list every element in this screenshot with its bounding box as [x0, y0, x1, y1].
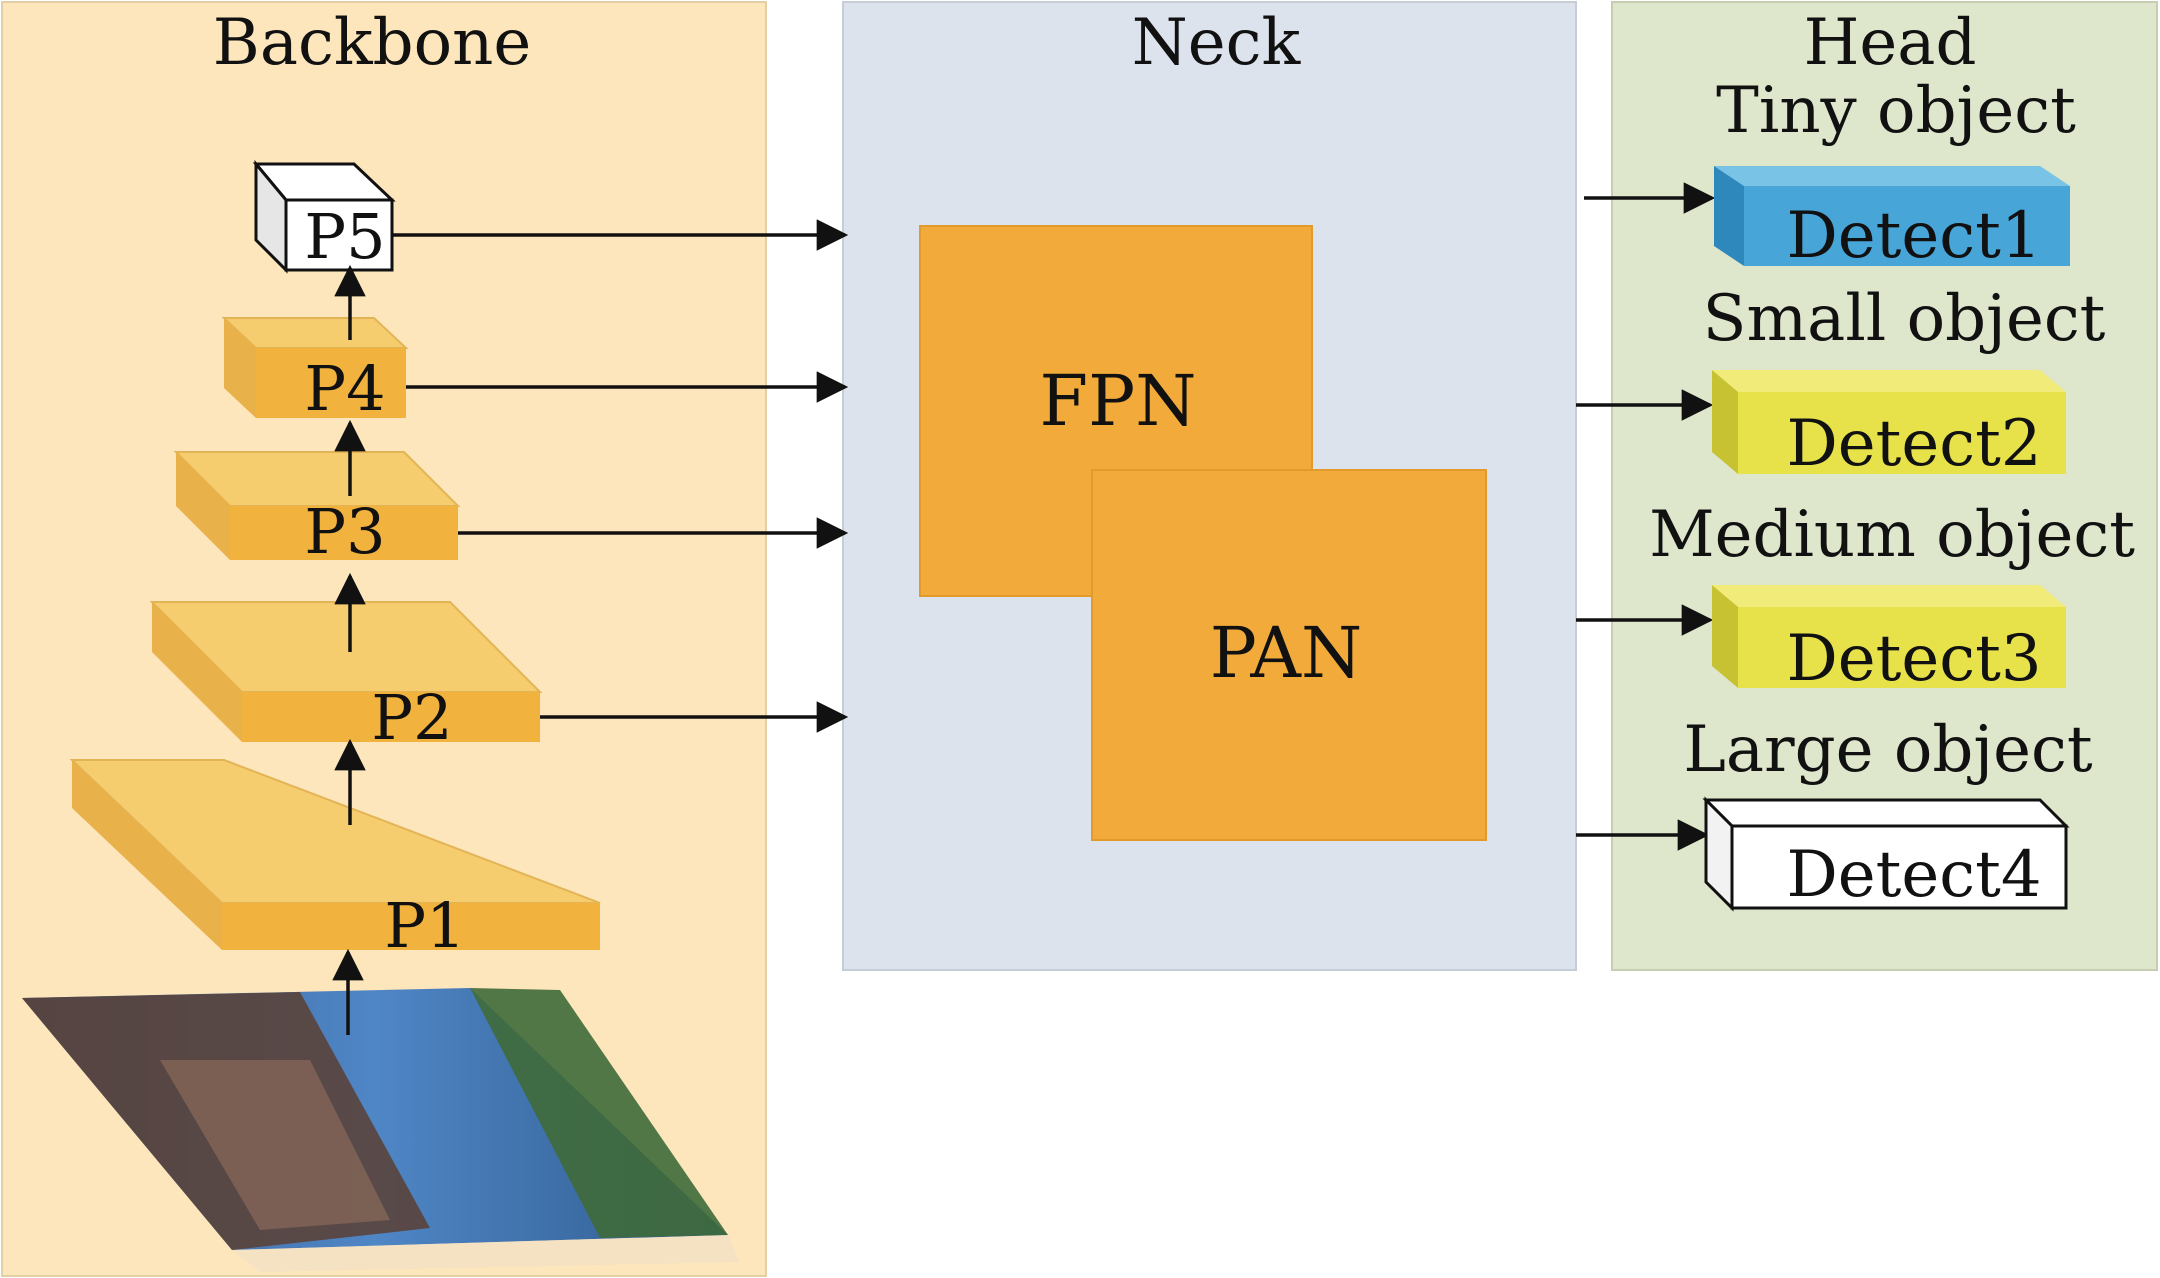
- level-p5: P5: [252, 159, 396, 274]
- neck-to-head-arrows: [1576, 182, 1716, 851]
- pan-label: PAN: [1210, 612, 1362, 694]
- caption-tiny-object: Tiny object: [1716, 74, 2076, 148]
- head-panel: [1611, 1, 2158, 971]
- level-p1: P1: [69, 759, 601, 962]
- pan-block: PAN: [1091, 469, 1487, 841]
- detect4-label: Detect4: [1786, 838, 2041, 912]
- label-p3: P3: [304, 495, 385, 568]
- caption-large-object: Large object: [1683, 713, 2093, 787]
- detect3-box: Detect3: [1712, 585, 2066, 696]
- fpn-label: FPN: [1040, 360, 1197, 442]
- backbone-to-neck-arrows: [392, 219, 849, 733]
- detect2-box: Detect2: [1712, 370, 2066, 481]
- detect3-label: Detect3: [1786, 622, 2041, 696]
- label-p5: P5: [304, 200, 385, 273]
- caption-small-object: Small object: [1703, 282, 2106, 356]
- input-image: [22, 988, 740, 1272]
- level-p3: P3: [173, 451, 461, 568]
- upward-arrows: [332, 264, 366, 1035]
- label-p4: P4: [304, 352, 385, 425]
- head-title: Head: [1804, 6, 1977, 80]
- label-p1: P1: [384, 889, 465, 962]
- neck-title: Neck: [1132, 6, 1302, 80]
- detect4-box: Detect4: [1702, 796, 2070, 912]
- level-p4: P4: [221, 317, 409, 425]
- detect1-label: Detect1: [1786, 199, 2041, 273]
- caption-medium-object: Medium object: [1649, 498, 2135, 572]
- label-p2: P2: [371, 681, 452, 754]
- level-p2: P2: [149, 601, 543, 754]
- detect1-box: Detect1: [1714, 166, 2070, 273]
- backbone-title: Backbone: [213, 6, 531, 80]
- detect2-label: Detect2: [1786, 407, 2041, 481]
